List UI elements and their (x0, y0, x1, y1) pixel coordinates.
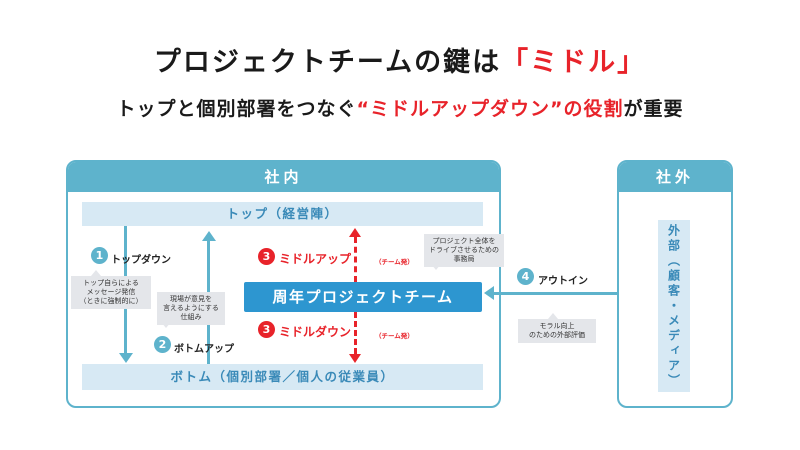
middle-down-label: ミドルダウン (279, 325, 352, 339)
out-in-arrow-head (484, 286, 494, 300)
bottom-up-label: ボトムアップ (174, 344, 234, 355)
external-box: 外部（顧客・メディア） (658, 220, 690, 392)
callout-line: （ときに強制的に） (79, 297, 143, 305)
middle-down-arrow-line (354, 312, 357, 354)
out-in-callout: モラル向上 のための外部評価 (518, 319, 596, 343)
callout-line: 言えるようにする (163, 304, 219, 312)
middle-down-tag: （チーム発） (375, 332, 414, 340)
out-in-label: アウトイン (538, 276, 588, 287)
title-main: プロジェクトチームの鍵は (153, 47, 502, 78)
page-subtitle: トップと個別部署をつなぐ“ミドルアップダウン”の役割が重要 (0, 94, 800, 121)
top-down-callout: トップ自らによる メッセージ発信 （ときに強制的に） (71, 276, 151, 309)
team-callout-tail (431, 264, 441, 270)
page-title: プロジェクトチームの鍵は「ミドル」 (0, 40, 800, 79)
top-down-label: トップダウン (111, 255, 171, 266)
subtitle-accent: “ミドルアップダウン” (356, 98, 564, 120)
callout-line: メッセージ発信 (86, 288, 136, 296)
subtitle-accent2: 割 (603, 98, 624, 120)
callout-line: のための外部評価 (529, 331, 585, 339)
middle-up-label: ミドルアップ (279, 252, 352, 266)
bottom-up-arrow-head (202, 231, 216, 241)
external-panel-title: 社外 (619, 162, 731, 192)
callout-line: トップ自らによる (83, 279, 139, 287)
subtitle-post: が重要 (623, 98, 684, 120)
top-down-number: 1 (91, 247, 108, 264)
bottom-up-callout: 現場が意見を 言えるようにする 仕組み (157, 292, 225, 325)
top-bar: トップ（経営陣） (82, 202, 483, 226)
bottom-up-callout-tail (161, 322, 171, 328)
out-in-callout-tail (548, 313, 558, 319)
top-down-callout-tail (91, 270, 101, 276)
team-callout: プロジェクト全体を ドライブさせるための 事務局 (424, 234, 504, 267)
callout-line: モラル向上 (539, 322, 575, 330)
internal-panel-title: 社内 (68, 162, 499, 192)
title-accent: 「ミドル」 (501, 47, 647, 78)
bottom-up-number: 2 (154, 336, 171, 353)
project-team-box: 周年プロジェクトチーム (244, 282, 482, 312)
middle-down-arrow-head (349, 354, 361, 363)
callout-line: プロジェクト全体を (432, 237, 496, 245)
middle-up-arrow-line (354, 237, 357, 282)
callout-line: 仕組み (180, 313, 202, 321)
middle-up-number: 3 (258, 248, 275, 265)
bottom-bar: ボトム（個別部署／個人の従業員） (82, 364, 483, 390)
out-in-arrow-line (493, 292, 617, 295)
callout-line: 現場が意見を (170, 295, 212, 303)
middle-up-arrow-head (349, 228, 361, 237)
callout-line: ドライブさせるための (429, 246, 499, 254)
subtitle-pre: トップと個別部署をつなぐ (116, 98, 357, 120)
out-in-number: 4 (517, 268, 534, 285)
top-down-arrow-head (119, 353, 133, 363)
callout-line: 事務局 (453, 255, 475, 263)
middle-up-tag: （チーム発） (375, 258, 414, 266)
middle-down-number: 3 (258, 321, 275, 338)
subtitle-mid: の役 (563, 98, 604, 120)
